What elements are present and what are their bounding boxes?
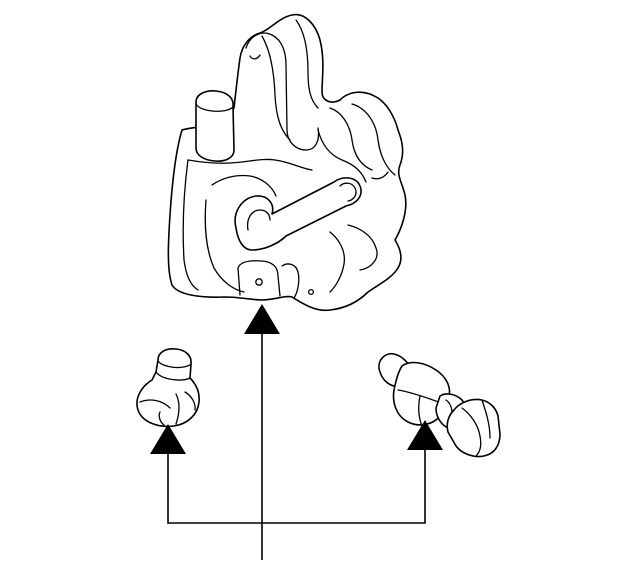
latch-bottom-tab bbox=[237, 260, 281, 297]
latch-post bbox=[195, 90, 235, 162]
striker-head-edge bbox=[461, 407, 482, 457]
latch-post-top bbox=[195, 103, 234, 112]
latch-upper-lobe bbox=[245, 32, 320, 151]
latch-hole-2 bbox=[307, 288, 315, 296]
leader-branch bbox=[167, 448, 426, 524]
arrow-to-latch-assembly bbox=[244, 304, 280, 334]
latch-right-rib-1 bbox=[329, 107, 373, 171]
latch-inner-recess-2 bbox=[204, 199, 245, 293]
striker-collar-facet-2 bbox=[418, 395, 423, 427]
bumper-facet-1 bbox=[139, 399, 171, 409]
latch-bottom-tab-2 bbox=[237, 267, 241, 296]
latch-assembly bbox=[167, 13, 407, 312]
latch-upper-rib bbox=[295, 19, 319, 109]
arrow-to-striker-bolt bbox=[407, 420, 443, 450]
arrowheads bbox=[150, 304, 443, 454]
latch-right-lower-2 bbox=[329, 231, 346, 293]
latch-bottom-lobe bbox=[281, 263, 300, 299]
latch-right-notch bbox=[371, 171, 389, 180]
latch-hook bbox=[234, 177, 362, 251]
bumper-facet-4 bbox=[184, 391, 196, 411]
small-bumper bbox=[136, 348, 200, 428]
striker-head-face bbox=[481, 399, 491, 439]
latch-front-edge bbox=[187, 158, 313, 171]
latch-inner-recess bbox=[211, 174, 277, 197]
latch-upper-lobe-edge bbox=[261, 35, 291, 141]
latch-hook-cap bbox=[339, 182, 357, 202]
arrow-to-small-bumper bbox=[150, 424, 186, 454]
bumper-body bbox=[136, 348, 200, 428]
latch-right-rib-2 bbox=[351, 103, 396, 176]
bumper-facet-3 bbox=[158, 411, 165, 426]
bumper-neck bbox=[155, 371, 191, 381]
latch-right-lower bbox=[347, 224, 378, 271]
latch-upper-slot bbox=[249, 54, 261, 60]
latch-right-rib-3 bbox=[317, 129, 367, 183]
striker-head bbox=[446, 398, 501, 458]
bumper-top bbox=[157, 360, 192, 369]
striker-bolt bbox=[378, 352, 501, 458]
latch-hook-inner bbox=[246, 209, 271, 231]
latch-hole-1 bbox=[255, 278, 263, 286]
leader-lines bbox=[167, 332, 426, 560]
bumper-facet-2 bbox=[175, 393, 180, 425]
latch-left-edge bbox=[182, 159, 199, 291]
